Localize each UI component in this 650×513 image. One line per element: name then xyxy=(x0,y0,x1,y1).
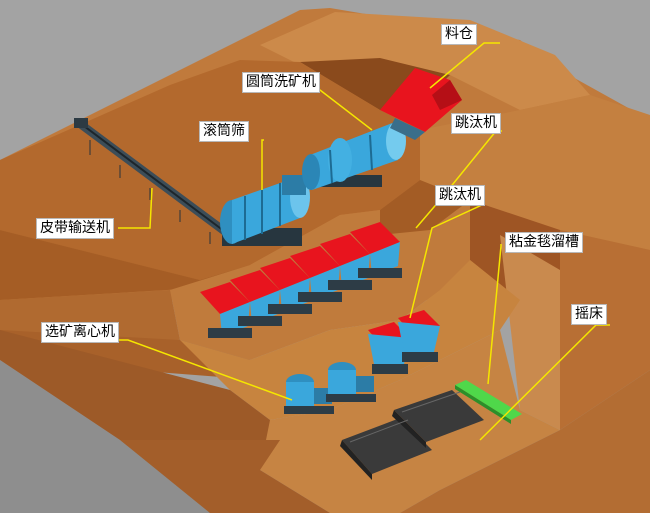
jig-pair-lower xyxy=(368,310,440,374)
lower-bench-front xyxy=(0,330,280,440)
label-conveyor: 皮带输送机 xyxy=(36,218,114,239)
label-drum-washer: 圆筒洗矿机 xyxy=(242,72,320,93)
centrifuge-pair xyxy=(284,362,376,414)
belt-conveyor xyxy=(74,118,238,244)
shaking-tables xyxy=(340,390,484,480)
ridge-top xyxy=(260,12,590,110)
right-slope xyxy=(500,235,560,430)
bottom-bench-front xyxy=(120,440,330,513)
label-jig-upper: 跳汰机 xyxy=(451,113,501,134)
feed-hopper xyxy=(380,68,462,140)
trommel-screen xyxy=(220,175,310,246)
label-jig-lower: 跳汰机 xyxy=(435,185,485,206)
label-shaking-table: 摇床 xyxy=(571,304,607,325)
label-trommel: 滚筒筛 xyxy=(199,121,249,142)
jig-row-upper xyxy=(200,222,402,338)
floor-left xyxy=(0,360,260,513)
carpet-sluice xyxy=(455,380,522,424)
right-block-side xyxy=(560,230,650,430)
drum-washer xyxy=(302,122,406,190)
upper-bench-front xyxy=(0,230,250,300)
label-carpet-sluice: 粘金毯溜槽 xyxy=(505,232,583,253)
bottom-right-face xyxy=(400,370,650,513)
label-hopper: 料仓 xyxy=(441,24,477,45)
lower-bench-top xyxy=(180,260,520,420)
label-centrifuge: 选矿离心机 xyxy=(41,322,119,343)
